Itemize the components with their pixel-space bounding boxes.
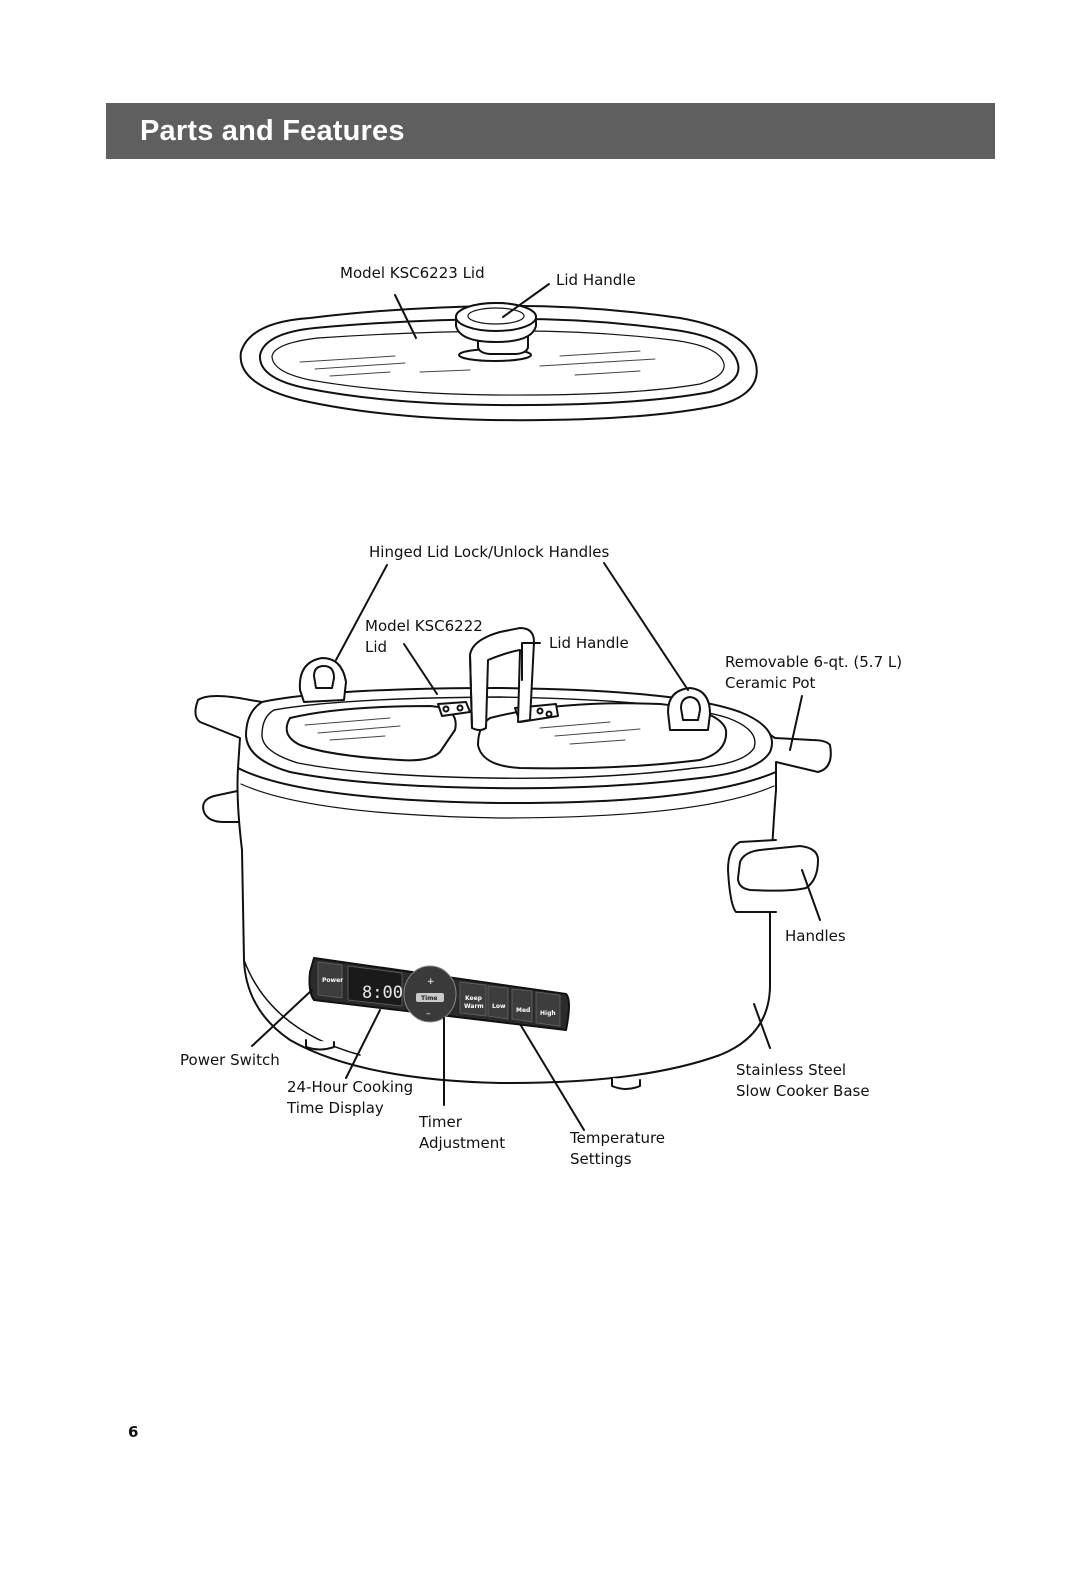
label-base-line1: Stainless Steel xyxy=(736,1061,847,1079)
label-ksc6223-lid: Model KSC6223 Lid xyxy=(340,264,485,282)
leader-time-display xyxy=(345,1009,381,1079)
leader-hinged-left xyxy=(335,564,388,661)
panel-plus-icon: + xyxy=(427,977,435,987)
leader-power-switch xyxy=(251,989,313,1047)
leader-handles xyxy=(801,869,821,921)
panel-warm-label: Warm xyxy=(464,1003,484,1010)
panel-high-label: High xyxy=(540,1010,556,1017)
label-temperature-line2: Settings xyxy=(570,1150,632,1168)
leader-ksc6222-lid xyxy=(403,643,438,695)
label-base-line2: Slow Cooker Base xyxy=(736,1082,870,1100)
label-power-switch: Power Switch xyxy=(180,1051,280,1069)
ksc6223-lid-drawing xyxy=(239,302,758,422)
label-timer-line1: Timer xyxy=(419,1113,462,1131)
label-time-display-line2: Time Display xyxy=(287,1099,384,1117)
leader-hinged-right xyxy=(603,562,689,691)
panel-time-label: Time xyxy=(421,995,437,1002)
slow-cooker-base-drawing xyxy=(194,627,832,1090)
label-timer-line2: Adjustment xyxy=(419,1134,506,1152)
leader-ksc6222-handle xyxy=(521,642,541,681)
panel-med-label: Med xyxy=(516,1007,530,1014)
label-ceramic-pot-line1: Removable 6-qt. (5.7 L) xyxy=(725,653,903,671)
section-header-bar: Parts and Features xyxy=(106,103,995,159)
panel-low-label: Low xyxy=(492,1003,506,1010)
panel-power-label: Power xyxy=(322,977,343,984)
leader-ksc6223-lid xyxy=(394,294,417,339)
panel-minus-icon: – xyxy=(426,1009,431,1019)
panel-keep-label: Keep xyxy=(465,995,483,1002)
leader-temperature xyxy=(519,1023,585,1131)
label-handles: Handles xyxy=(785,927,846,945)
label-ksc6222-lid-handle: Lid Handle xyxy=(549,634,629,652)
leader-base xyxy=(753,1003,771,1049)
label-ksc6223-lid-handle: Lid Handle xyxy=(556,271,636,289)
label-ceramic-pot-line2: Ceramic Pot xyxy=(725,674,816,692)
leader-ceramic-pot xyxy=(789,695,803,751)
label-ksc6222-lid-line1: Model KSC6222 xyxy=(365,617,483,635)
panel-time-display: 8:00 xyxy=(362,983,403,1003)
label-time-display-line1: 24-Hour Cooking xyxy=(287,1078,414,1096)
label-temperature-line1: Temperature xyxy=(570,1129,666,1147)
label-ksc6222-lid-line2: Lid xyxy=(365,638,388,656)
page-number: 6 xyxy=(128,1423,139,1441)
label-hinged-lid-handles: Hinged Lid Lock/Unlock Handles xyxy=(369,543,610,561)
page-title: Parts and Features xyxy=(140,115,405,147)
leader-ksc6223-handle xyxy=(502,283,550,318)
